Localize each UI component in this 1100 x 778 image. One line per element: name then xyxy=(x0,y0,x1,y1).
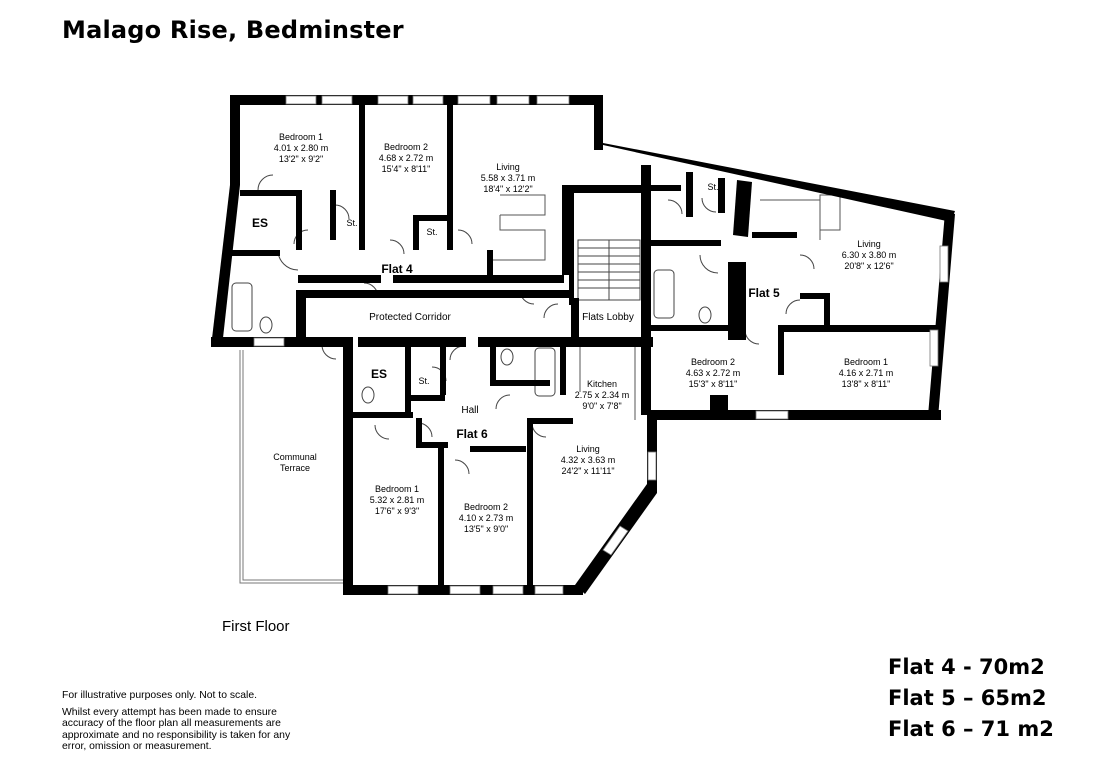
flat-area: Flat 4 - 70m2 xyxy=(888,655,1045,679)
room-name: Living xyxy=(857,239,881,249)
room-name: Bedroom 2 xyxy=(464,502,508,512)
storage-label: St. xyxy=(346,218,357,228)
flat-5-label: Flat 5 xyxy=(748,286,780,300)
flat-6-label: Flat 6 xyxy=(456,427,488,441)
room-imperial: 24'2" x 11'11" xyxy=(561,466,614,476)
bathroom-fixtures xyxy=(231,269,712,404)
floor-label: First Floor xyxy=(222,618,290,635)
room-metric: 6.30 x 3.80 m xyxy=(842,250,897,260)
ensuite-label: ES xyxy=(371,367,387,381)
room-metric: 4.16 x 2.71 m xyxy=(839,368,894,378)
room-metric: 4.68 x 2.72 m xyxy=(379,153,434,163)
room-imperial: 15'3" x 8'11" xyxy=(689,379,738,389)
flat-4-label: Flat 4 xyxy=(381,262,413,276)
terrace-label: Terrace xyxy=(280,463,310,473)
staircase xyxy=(577,239,641,301)
room-imperial: 13'8" x 8'11" xyxy=(842,379,891,389)
room-name: Bedroom 1 xyxy=(844,357,888,367)
flat-areas: Flat 4 - 70m2 Flat 5 – 65m2 Flat 6 – 71 … xyxy=(888,652,1054,745)
room-imperial: 15'4" x 8'11" xyxy=(382,164,431,174)
hall-label: Hall xyxy=(461,405,478,416)
page-title: Malago Rise, Bedminster xyxy=(62,16,404,44)
room-imperial: 13'5" x 9'0" xyxy=(464,524,508,534)
room-metric: 4.01 x 2.80 m xyxy=(274,143,329,153)
room-name: Bedroom 2 xyxy=(691,357,735,367)
room-name: Living xyxy=(496,162,520,172)
disclaimer: For illustrative purposes only. Not to s… xyxy=(62,690,312,758)
storage-label: St. xyxy=(426,227,437,237)
room-metric: 5.32 x 2.81 m xyxy=(370,495,425,505)
room-metric: 4.63 x 2.72 m xyxy=(686,368,741,378)
corridor-label: Protected Corridor xyxy=(369,312,451,323)
room-name: Bedroom 2 xyxy=(384,142,428,152)
terrace-label: Communal xyxy=(273,452,317,462)
walls xyxy=(211,95,955,595)
room-name: Kitchen xyxy=(587,379,617,389)
room-imperial: 13'2" x 9'2" xyxy=(279,154,323,164)
lobby-label: Flats Lobby xyxy=(582,312,634,323)
communal-terrace xyxy=(239,350,343,584)
room-name: Bedroom 1 xyxy=(279,132,323,142)
room-metric: 2.75 x 2.34 m xyxy=(575,390,630,400)
ensuite-label: ES xyxy=(252,216,268,230)
room-metric: 4.32 x 3.63 m xyxy=(561,455,616,465)
room-metric: 5.58 x 3.71 m xyxy=(481,173,536,183)
disclaimer-line: Whilst every attempt has been made to en… xyxy=(62,706,291,753)
room-imperial: 18'4" x 12'2" xyxy=(483,184,532,194)
room-imperial: 17'6" x 9'3" xyxy=(375,506,419,516)
room-imperial: 9'0" x 7'8" xyxy=(582,401,621,411)
room-name: Living xyxy=(576,444,600,454)
room-metric: 4.10 x 2.73 m xyxy=(459,513,514,523)
flat-area: Flat 5 – 65m2 xyxy=(888,686,1047,710)
flat-area: Flat 6 – 71 m2 xyxy=(888,717,1054,741)
storage-label: St. xyxy=(707,182,718,192)
storage-label: St. xyxy=(418,376,429,386)
disclaimer-line: For illustrative purposes only. Not to s… xyxy=(62,690,258,701)
room-name: Bedroom 1 xyxy=(375,484,419,494)
room-imperial: 20'8" x 12'6" xyxy=(844,261,893,271)
windows xyxy=(253,95,949,595)
